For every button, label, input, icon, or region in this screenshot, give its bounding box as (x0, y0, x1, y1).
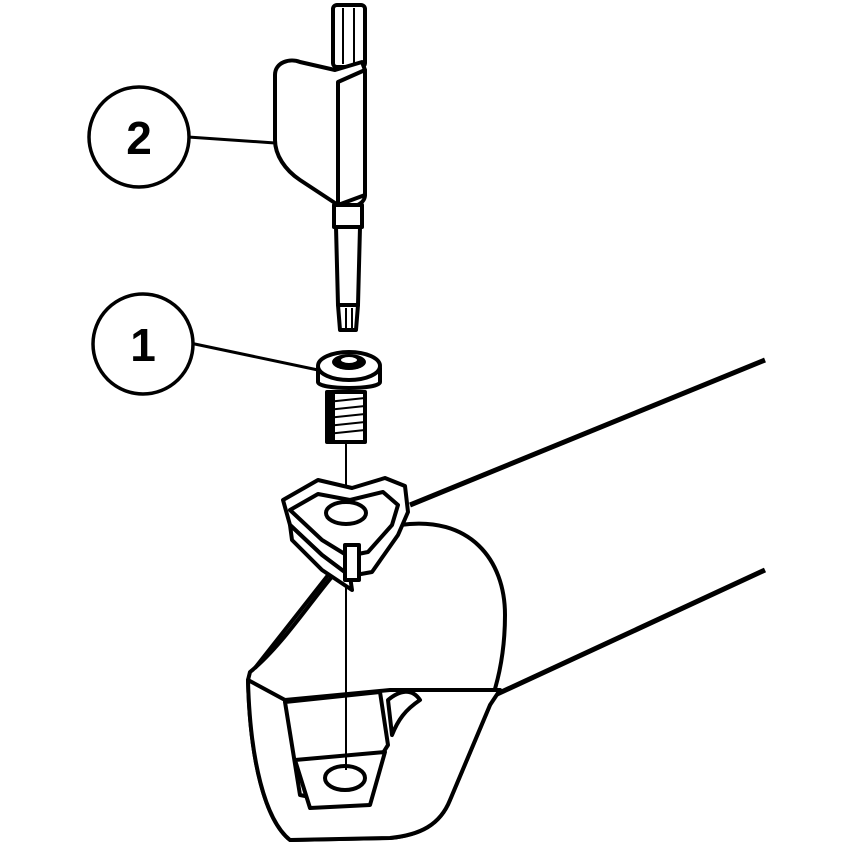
callout-1: 1 (91, 292, 319, 396)
callout-1-label: 1 (130, 319, 156, 371)
tool-holder-icon (246, 357, 767, 842)
callout-2: 2 (87, 85, 276, 189)
callout-2-label: 2 (126, 112, 152, 164)
insert-screw-icon (316, 350, 382, 444)
threading-insert-icon (281, 476, 410, 592)
torx-key-icon (273, 3, 367, 332)
